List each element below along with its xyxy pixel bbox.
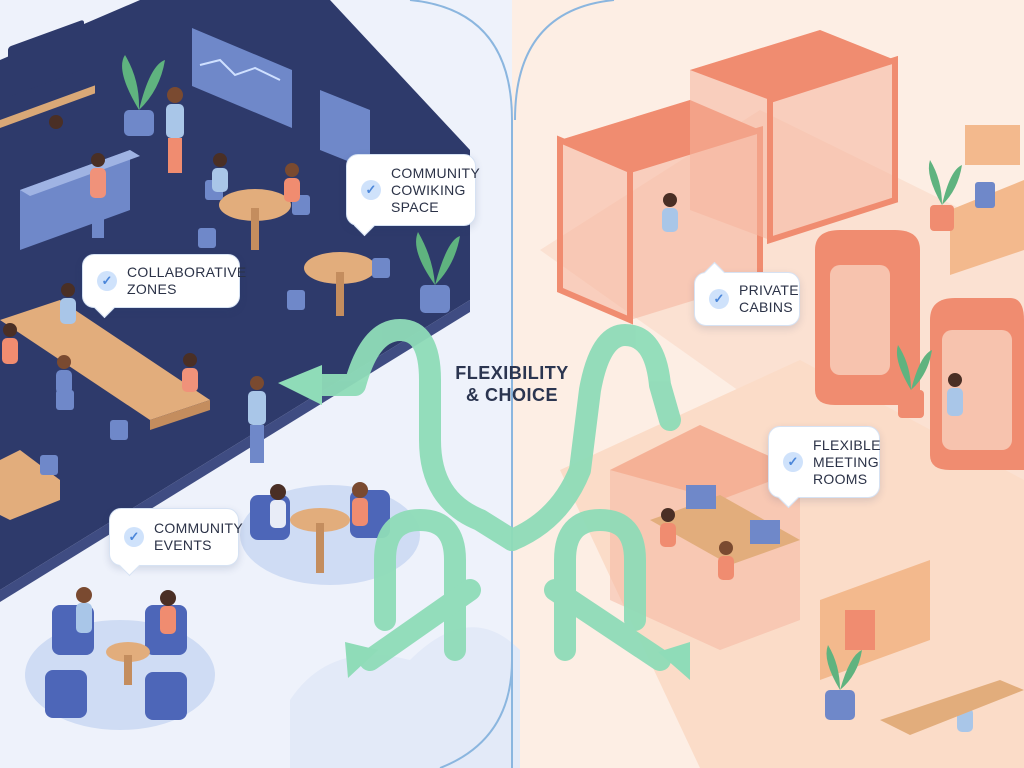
divider-line-bottom <box>439 659 513 768</box>
wall-chart-screen <box>192 28 292 128</box>
coworking-chairs <box>40 180 390 475</box>
wall-chart-line <box>199 58 281 81</box>
cafe-counter-top <box>20 150 140 196</box>
round-table-2 <box>304 252 376 284</box>
wall-cabinet-right <box>965 125 1020 165</box>
people-right <box>660 193 973 732</box>
center-title: FLEXIBILITY & CHOICE <box>455 363 569 405</box>
people-lounge <box>76 482 368 634</box>
flow-arrows <box>309 319 681 671</box>
menu-board <box>8 20 84 97</box>
round-table-1-leg <box>251 208 259 250</box>
long-table-1-edge <box>150 400 210 430</box>
round-table-1 <box>219 189 291 221</box>
plants-right <box>896 160 962 418</box>
check-icon: ✓ <box>709 289 729 309</box>
people-left <box>2 87 300 463</box>
callout-flexible-meeting: ✓ FLEXIBLE MEETING ROOMS <box>768 426 881 509</box>
check-icon: ✓ <box>361 180 381 200</box>
long-table-2 <box>0 450 60 520</box>
round-table-2-leg <box>336 272 344 316</box>
coffee-machine <box>975 182 995 208</box>
callout-community-events: ✓ COMMUNITY EVENTS <box>109 508 243 577</box>
callout-community-coworking: ✓ COMMUNITY COWIKING SPACE <box>346 154 480 237</box>
long-table-1 <box>0 300 210 420</box>
divider-line-left <box>409 0 513 768</box>
callout-private-cabins: ✓ PRIVATE CABINS <box>694 261 800 326</box>
callout-label: PRIVATE CABINS <box>739 282 799 315</box>
callout-label: COMMUNITY COWIKING SPACE <box>391 164 481 215</box>
divider-line-right <box>514 0 615 121</box>
callout-label: COLLABORATIVE ZONES <box>127 264 247 297</box>
callout-label: COMMUNITY EVENTS <box>154 520 244 553</box>
kitchen-counter-right <box>950 180 1024 275</box>
cafe-right <box>820 560 1024 735</box>
wall-art <box>320 90 370 170</box>
check-icon: ✓ <box>97 271 117 291</box>
callout-label: FLEXIBLE MEETING ROOMS <box>813 436 881 487</box>
arrow-heads <box>278 365 690 680</box>
lounge-table-bottom <box>106 642 150 662</box>
callout-collaborative-zones: ✓ COLLABORATIVE ZONES <box>82 254 246 319</box>
check-icon: ✓ <box>124 527 144 547</box>
plants-left <box>122 55 460 313</box>
wall-shelf <box>0 85 95 128</box>
check-icon: ✓ <box>783 452 803 472</box>
meeting-room <box>610 425 800 650</box>
lounge-table-top <box>290 508 350 532</box>
